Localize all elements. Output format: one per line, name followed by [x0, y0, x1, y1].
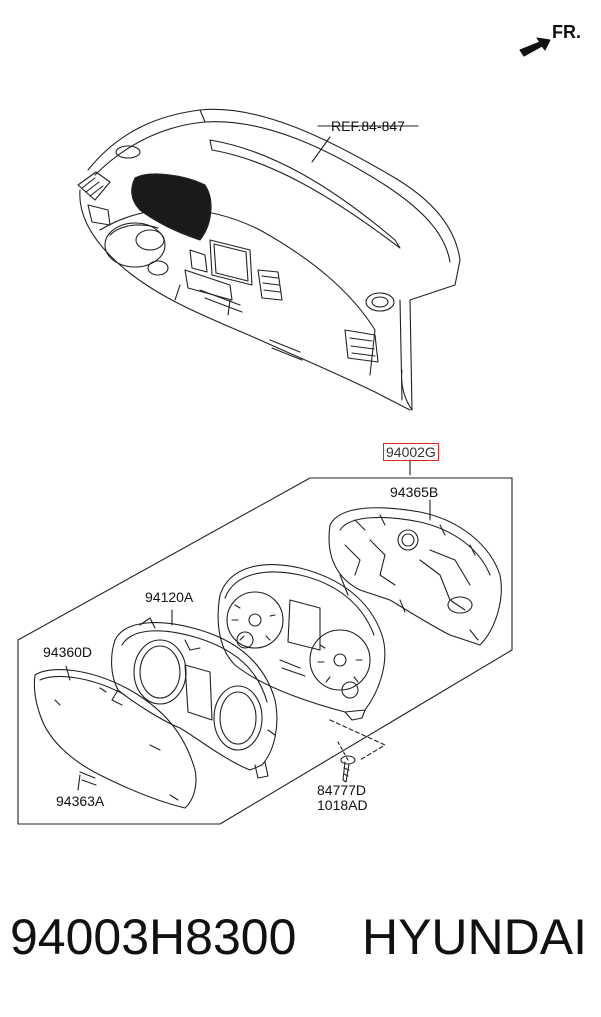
exploded-parts-diagram	[17, 37, 551, 825]
dial-housing-part	[111, 617, 278, 779]
front-lens-part	[33, 668, 197, 809]
gauge-face-part	[217, 564, 386, 721]
footer-caption: 94003H8300 HYUNDAI	[0, 905, 601, 975]
ref-label: REF.84-847	[331, 118, 405, 134]
back-cover-part-label[interactable]: 94365B	[390, 484, 439, 500]
exploded-view-frame	[17, 477, 513, 825]
brand-text: HYUNDAI	[361, 909, 587, 965]
lens-clip-part-label[interactable]: 94363A	[56, 793, 105, 809]
screw-part	[329, 719, 386, 783]
part-number-text: 94003H8300	[10, 909, 297, 965]
assembly-part-label[interactable]: 94002G	[383, 443, 439, 461]
back-cover-part	[328, 507, 502, 646]
front-direction-label: FR.	[552, 22, 581, 42]
screw-part-label-a[interactable]: 84777D	[317, 782, 367, 798]
dial-plate-part-label[interactable]: 94120A	[145, 589, 194, 605]
front-lens-part-label[interactable]: 94360D	[43, 644, 93, 660]
dashboard-illustration	[77, 108, 461, 411]
screw-part-label-b[interactable]: 1018AD	[317, 797, 368, 813]
front-direction-arrow	[519, 37, 551, 57]
